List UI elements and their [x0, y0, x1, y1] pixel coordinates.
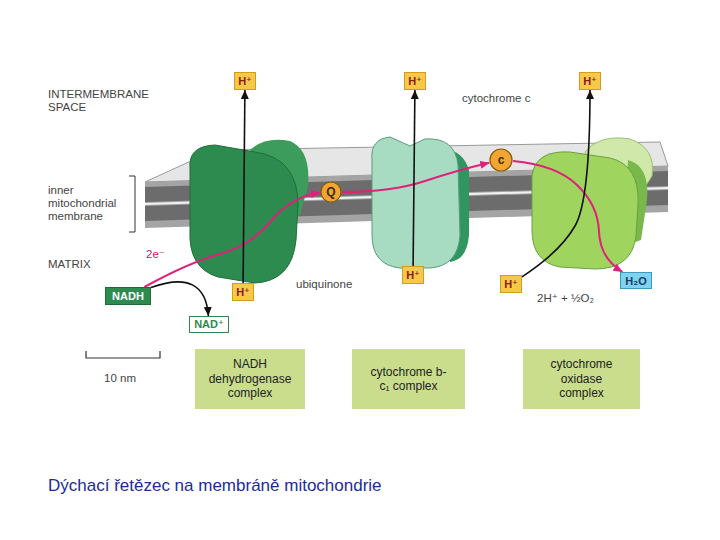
text-label: cytochrome c: [462, 92, 572, 105]
node-text: H⁺: [408, 75, 422, 88]
circle-shape: [490, 149, 512, 171]
node-text: H₂O: [625, 275, 646, 287]
complex-name-box: NADH dehydrogenase complex: [195, 349, 305, 409]
edge-label: 2e⁻: [146, 247, 165, 261]
figure-caption: Dýchací řetězec na membráně mitochondrie: [48, 476, 382, 496]
electron-arrow: [513, 161, 622, 272]
molecule-box: NADH: [105, 287, 151, 305]
bracket: [129, 176, 135, 232]
node-text: Q: [326, 185, 335, 199]
text-label: ubiquinone: [296, 278, 386, 291]
proton-arrow: [151, 282, 208, 316]
complex-body: [372, 137, 460, 268]
proton-box: H⁺: [579, 72, 601, 90]
proton-arrow: [522, 90, 590, 277]
complex-name-box: cytochrome oxidase complex: [523, 349, 640, 409]
electron-arrow: [144, 193, 320, 287]
proton-box: H⁺: [404, 72, 426, 90]
proton-box: H⁺: [232, 283, 254, 301]
node-text: cytochrome b-c₁ complex: [369, 365, 449, 394]
circle-shape: [321, 182, 341, 202]
node-text: cytochrome oxidase complex: [542, 357, 622, 400]
node-text: NADH dehydrogenase complex: [200, 357, 300, 400]
node-text: NAD⁺: [194, 318, 224, 331]
text-label: 2H⁺ + ½O₂: [537, 292, 637, 305]
node-text: H⁺: [504, 278, 518, 291]
text-label: 10 nm: [104, 372, 164, 385]
text-label: inner mitochondrial membrane: [48, 184, 133, 224]
proton-box: H⁺: [402, 266, 424, 284]
complex-name-box: cytochrome b-c₁ complex: [352, 349, 465, 409]
complex-body: [190, 145, 298, 283]
node-text: H⁺: [238, 75, 252, 88]
proton-box: H⁺: [234, 72, 256, 90]
node-text: H⁺: [583, 75, 597, 88]
node-text: H⁺: [406, 269, 420, 282]
carrier-circle: Q: [320, 181, 342, 203]
complex-body: [532, 152, 638, 269]
proton-box: H⁺: [500, 275, 522, 293]
node-text: H⁺: [236, 286, 250, 299]
molecule-box: NAD⁺: [189, 316, 229, 333]
node-text: c: [498, 153, 505, 167]
molecule-box: H₂O: [620, 272, 652, 289]
carrier-circle: c: [489, 148, 513, 172]
proton-arrow: [413, 90, 415, 266]
text-label: MATRIX: [48, 258, 148, 271]
text-label: INTERMEMBRANE SPACE: [48, 88, 168, 114]
electron-arrow: [342, 163, 489, 192]
scale-bar: [86, 351, 160, 358]
node-text: NADH: [112, 290, 144, 302]
proton-arrow: [243, 90, 245, 283]
